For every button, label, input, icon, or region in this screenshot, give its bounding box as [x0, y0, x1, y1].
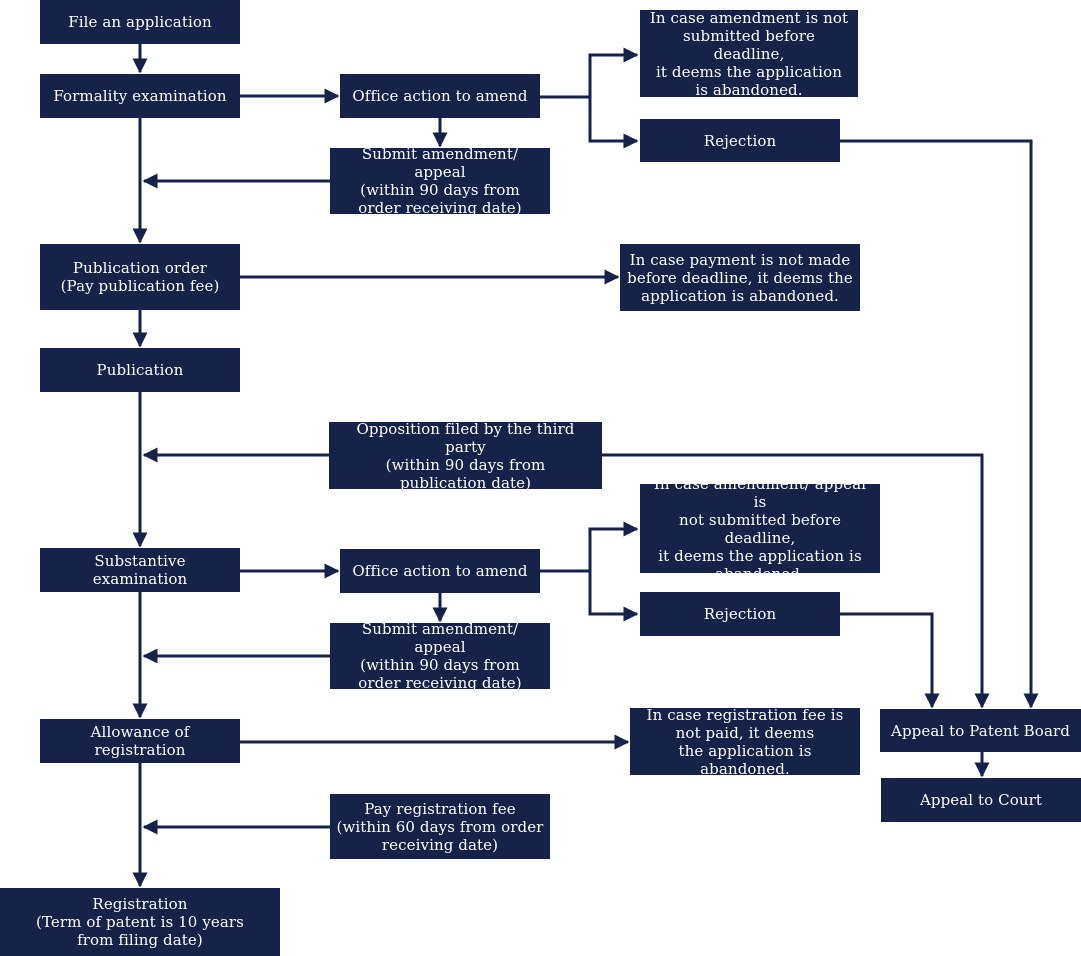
office-action-box-2: Office action to amend	[340, 549, 540, 593]
appeal-court-box: Appeal to Court	[881, 778, 1081, 822]
rejection-box-1: Rejection	[640, 119, 840, 162]
file-application-box: File an application	[40, 0, 240, 44]
arrow-office-action-1-to-rejection-1	[588, 97, 639, 149]
substantive-examination-box: Substantive examination	[40, 548, 240, 592]
registration-box: Registration (Term of patent is 10 years…	[0, 888, 280, 956]
abandonment-amendment-box-1: In case amendment is not submitted befor…	[640, 9, 858, 99]
submit-amendment-box-2: Submit amendment/ appeal (within 90 days…	[330, 620, 550, 692]
arrow-rejection-2-to-appeal-board	[840, 612, 940, 709]
appeal-patent-board-box: Appeal to Patent Board	[880, 709, 1081, 752]
abandonment-amendment-box-2: In case amendment/ appeal is not submitt…	[640, 475, 880, 583]
arrow-rejection-1-to-appeal-board	[840, 139, 1039, 709]
publication-order-box: Publication order (Pay publication fee)	[40, 244, 240, 310]
abandonment-registration-box: In case registration fee is not paid, it…	[630, 706, 860, 778]
office-action-box-1: Office action to amend	[340, 74, 540, 118]
abandonment-payment-box: In case payment is not made before deadl…	[620, 244, 860, 311]
pay-registration-fee-box: Pay registration fee (within 60 days fro…	[330, 794, 550, 859]
arrow-office-action-1-to-abandon-1	[540, 47, 639, 99]
rejection-box-2: Rejection	[640, 592, 840, 636]
allowance-box: Allowance of registration	[40, 719, 240, 763]
arrow-office-action-2-to-abandon-2	[540, 521, 639, 573]
opposition-box: Opposition filed by the third party (wit…	[329, 420, 602, 492]
publication-box: Publication	[40, 348, 240, 392]
formality-examination-box: Formality examination	[40, 74, 240, 118]
arrow-opposition-to-appeal-board	[602, 453, 990, 709]
arrow-office-action-2-to-rejection-2	[588, 571, 639, 622]
submit-amendment-box-1: Submit amendment/ appeal (within 90 days…	[330, 145, 550, 217]
